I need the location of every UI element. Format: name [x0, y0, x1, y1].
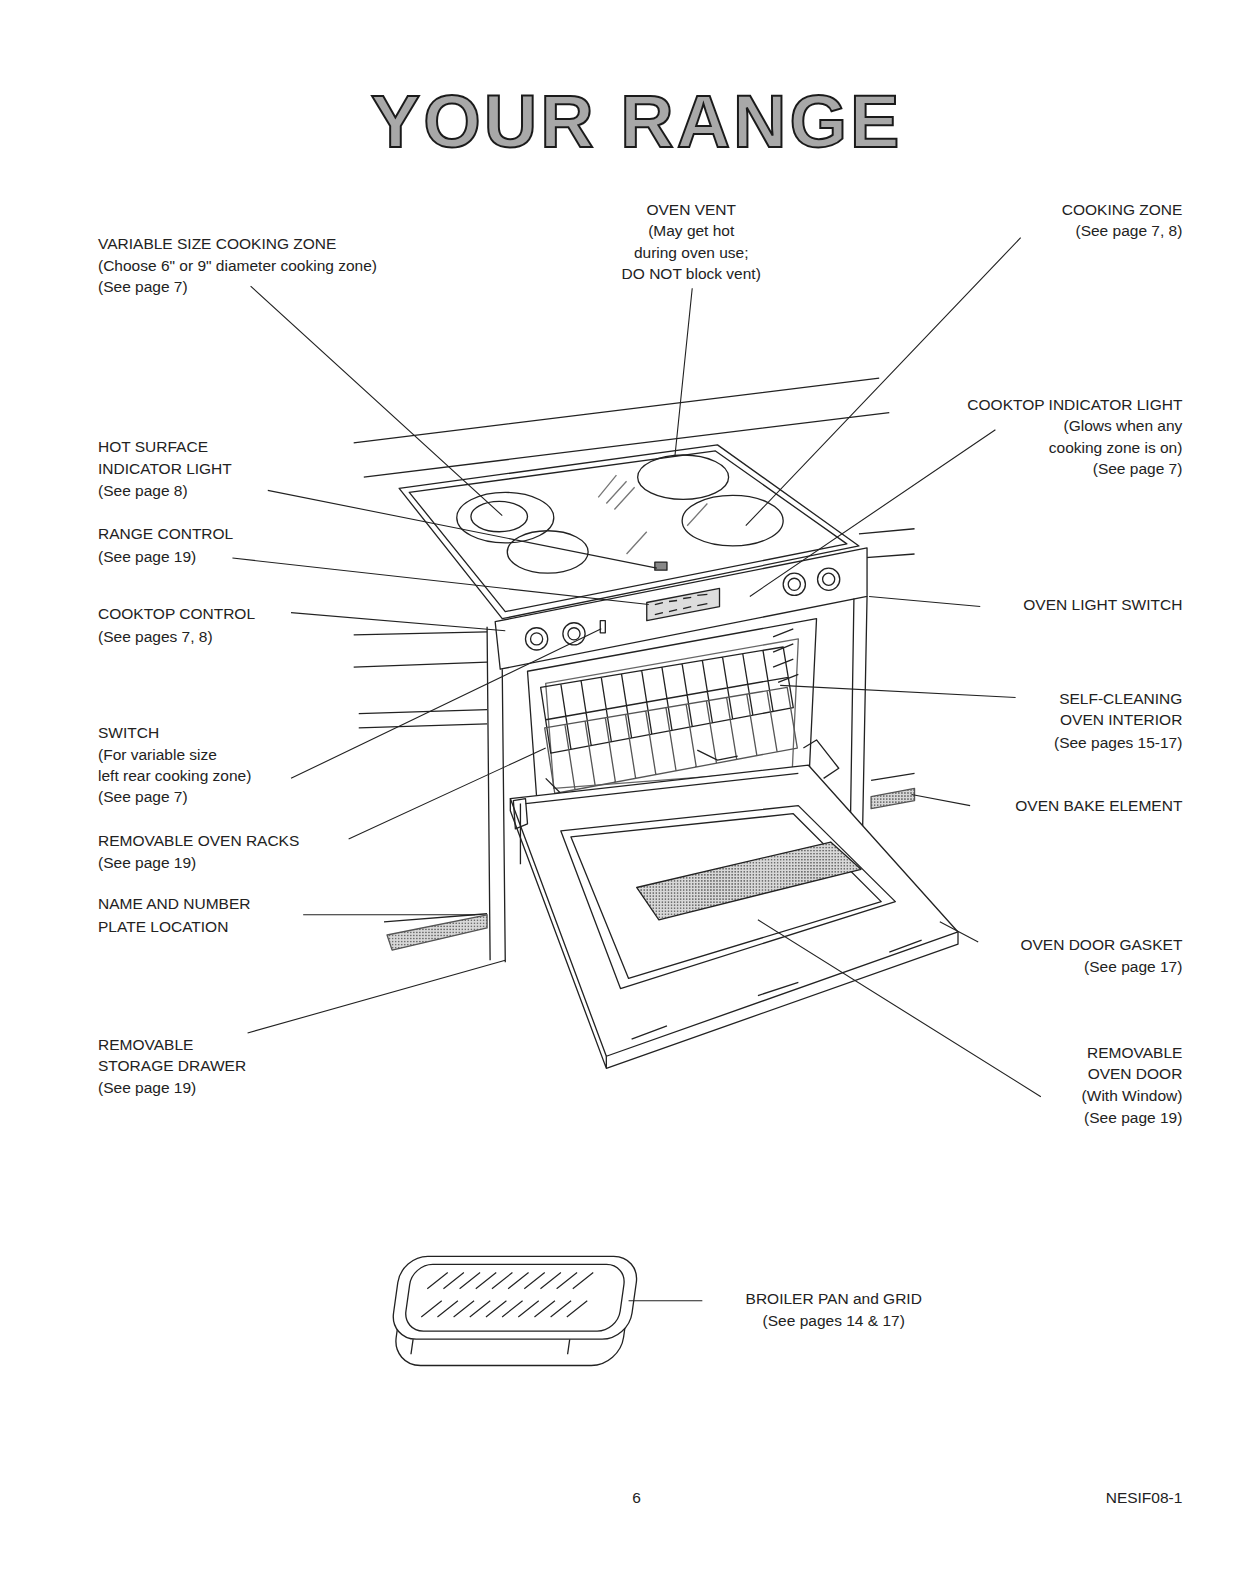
part-label: STORAGE DRAWER	[98, 1057, 246, 1075]
part-label: DO NOT block vent)	[622, 265, 761, 283]
part-label: OVEN DOOR	[1088, 1065, 1183, 1083]
part-label: (May get hot	[648, 222, 734, 240]
part-label: (With Window)	[1082, 1087, 1183, 1105]
switch-symbol	[600, 621, 605, 633]
part-label: REMOVABLE OVEN RACKS	[98, 832, 299, 850]
part-label: SWITCH	[98, 724, 159, 742]
knob	[823, 573, 835, 585]
part-label: OVEN INTERIOR	[1060, 711, 1182, 729]
leader-lines	[232, 238, 1040, 1301]
part-label: REMOVABLE	[98, 1036, 193, 1054]
part-label: cooking zone is on)	[1049, 439, 1183, 457]
kick-strip	[871, 788, 914, 808]
broiler-pan	[386, 1256, 640, 1365]
part-label: (See pages 7, 8)	[98, 628, 213, 646]
part-label: (For variable size	[98, 746, 217, 764]
knob	[818, 568, 840, 590]
oven-door-edge	[510, 799, 958, 1069]
part-label: SELF-CLEANING	[1059, 690, 1182, 708]
part-label: HOT SURFACE	[98, 438, 208, 456]
door-window-frame	[561, 806, 895, 989]
part-label: COOKING ZONE	[1062, 201, 1183, 219]
part-label: OVEN LIGHT SWITCH	[1023, 596, 1182, 614]
part-label: PLATE LOCATION	[98, 918, 228, 936]
part-label: (See page 7, 8)	[1076, 222, 1183, 240]
door-vents	[632, 940, 922, 1039]
part-label: OVEN BAKE ELEMENT	[1015, 797, 1182, 815]
oven-door	[510, 765, 958, 1056]
part-label: RANGE CONTROL	[98, 525, 233, 543]
part-label: INDICATOR LIGHT	[98, 460, 232, 478]
part-label: OVEN VENT	[646, 201, 736, 219]
knob	[783, 573, 805, 595]
part-label: (See page 8)	[98, 482, 188, 500]
part-label: (See page 19)	[98, 854, 196, 872]
part-label: (See page 7)	[1093, 460, 1183, 478]
burner	[457, 492, 554, 543]
part-label: (See page 7)	[98, 788, 188, 806]
broiler-grid	[390, 1256, 640, 1339]
part-label: (See pages 15-17)	[1054, 734, 1182, 752]
part-label: REMOVABLE	[1087, 1044, 1182, 1062]
knob	[788, 578, 800, 590]
pan-legs	[411, 1339, 570, 1354]
oven-door-gasket	[520, 773, 798, 864]
part-label: (See page 19)	[98, 548, 196, 566]
door-window	[637, 842, 861, 920]
hot-surface-light	[655, 562, 667, 570]
part-label: (Glows when any	[1063, 417, 1182, 435]
knob	[525, 628, 547, 650]
display-panel	[647, 588, 720, 620]
control-panel	[495, 548, 867, 669]
part-label: (See page 19)	[1084, 1109, 1182, 1127]
burner-inner	[471, 501, 528, 531]
part-label: OVEN DOOR GASKET	[1020, 936, 1182, 954]
part-label: NAME AND NUMBER	[98, 895, 250, 913]
burner	[638, 455, 729, 499]
grid-slots	[421, 1273, 593, 1317]
part-label: VARIABLE SIZE COOKING ZONE	[98, 235, 336, 253]
part-label: during oven use;	[634, 244, 749, 262]
broiler-grid	[403, 1264, 627, 1331]
part-label: (Choose 6" or 9" diameter cooking zone)	[98, 257, 377, 275]
part-label: (See pages 14 & 17)	[763, 1312, 905, 1330]
part-label: (See page 17)	[1084, 958, 1182, 976]
part-label: COOKTOP CONTROL	[98, 605, 255, 623]
page-title: YOUR RANGE	[371, 79, 903, 164]
part-label: (See page 19)	[98, 1079, 196, 1097]
part-label: (See page 7)	[98, 278, 188, 296]
part-label: left rear cooking zone)	[98, 767, 251, 785]
part-label: COOKTOP INDICATOR LIGHT	[967, 396, 1182, 414]
display-keys	[655, 594, 708, 614]
glass-glare	[598, 475, 707, 554]
oven-rack	[541, 647, 794, 753]
range-drawing	[232, 238, 1040, 1366]
knob	[568, 628, 580, 640]
door-hinge	[513, 740, 838, 829]
part-label: BROILER PAN and GRID	[746, 1290, 922, 1308]
knob	[531, 633, 543, 645]
kick-strip	[387, 915, 487, 950]
page-footer: 6	[632, 1489, 641, 1507]
door-window-frame	[571, 814, 881, 979]
page-footer: NESIF08-1	[1106, 1489, 1183, 1507]
